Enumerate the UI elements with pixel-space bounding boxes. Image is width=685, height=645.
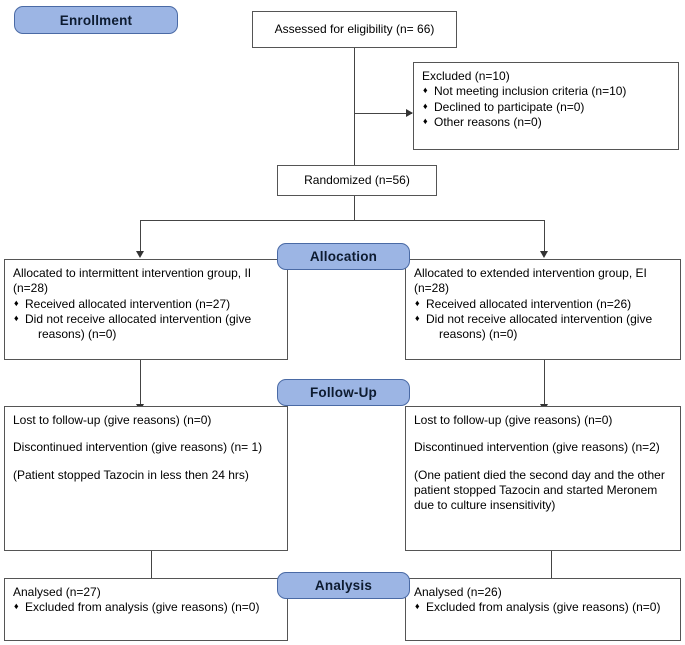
connector-allocation-to-followup-right	[544, 360, 545, 406]
node-followup-left-discontinued: Discontinued intervention (give reasons)…	[13, 440, 263, 455]
node-excluded: Excluded (n=10) Not meeting inclusion cr…	[413, 62, 679, 150]
node-allocation-left: Allocated to intermittent intervention g…	[4, 259, 288, 360]
arrowhead-allocation-right	[540, 251, 548, 258]
stage-banner-allocation-label: Allocation	[309, 249, 378, 264]
stage-banner-enrollment-label: Enrollment	[59, 12, 133, 28]
list-item-text: Did not receive allocated intervention (…	[25, 312, 252, 327]
list-item-text: Received allocated intervention (n=27)	[25, 296, 231, 311]
stage-banner-analysis-label: Analysis	[314, 578, 373, 593]
node-allocation-right-list: Received allocated intervention (n=26) D…	[414, 297, 673, 343]
stage-banner-followup-label: Follow-Up	[309, 385, 378, 400]
node-allocation-left-line1: Allocated to intermittent intervention g…	[13, 266, 252, 280]
node-allocation-right-line2: (n=28)	[414, 281, 450, 296]
node-analysis-right: Analysed (n=26) Excluded from analysis (…	[405, 578, 681, 641]
node-followup-right-lost: Lost to follow-up (give reasons) (n=0)	[414, 413, 613, 427]
list-item: Did not receive allocated intervention (…	[414, 312, 673, 343]
node-followup-right-note: (One patient died the second day and the…	[414, 467, 665, 513]
node-analysis-right-list: Excluded from analysis (give reasons) (n…	[414, 600, 673, 615]
list-item-continuation: reasons) (n=0)	[439, 327, 518, 342]
list-item-text: Received allocated intervention (n=26)	[426, 296, 632, 311]
list-item: Excluded from analysis (give reasons) (n…	[414, 600, 673, 615]
stage-banner-analysis: Analysis	[277, 572, 410, 599]
node-followup-left: Lost to follow-up (give reasons) (n=0) D…	[4, 406, 288, 551]
connector-followup-to-analysis-left	[151, 551, 152, 587]
connector-branch-to-excluded	[354, 113, 412, 114]
connector-split-left-drop	[140, 220, 141, 252]
list-item: Excluded from analysis (give reasons) (n…	[13, 600, 280, 615]
connector-allocation-to-followup-left	[140, 360, 141, 406]
list-item: Other reasons (n=0)	[422, 115, 671, 130]
connector-split-right-drop	[544, 220, 545, 252]
node-allocation-right: Allocated to extended intervention group…	[405, 259, 681, 360]
arrowhead-allocation-left	[136, 251, 144, 258]
node-excluded-title: Excluded (n=10)	[422, 69, 510, 83]
node-followup-right: Lost to follow-up (give reasons) (n=0) D…	[405, 406, 681, 551]
list-item-continuation: reasons) (n=0)	[38, 327, 117, 342]
connector-randomized-stub	[354, 196, 355, 220]
connector-assessed-to-randomized	[354, 48, 355, 165]
list-item: Declined to participate (n=0)	[422, 100, 671, 115]
node-followup-left-note: (Patient stopped Tazocin in less then 24…	[13, 467, 249, 482]
node-analysis-right-analysed: Analysed (n=26)	[414, 585, 502, 599]
connector-allocation-split-bar	[140, 220, 545, 221]
node-assessed-for-eligibility: Assessed for eligibility (n= 66)	[252, 11, 457, 48]
node-assessed-for-eligibility-text: Assessed for eligibility (n= 66)	[274, 21, 435, 36]
node-excluded-list: Not meeting inclusion criteria (n=10) De…	[422, 84, 671, 130]
stage-banner-allocation: Allocation	[277, 243, 410, 270]
node-allocation-left-line2: (n=28)	[13, 281, 49, 296]
node-followup-right-discontinued: Discontinued intervention (give reasons)…	[414, 440, 660, 455]
node-analysis-left: Analysed (n=27) Excluded from analysis (…	[4, 578, 288, 641]
node-followup-left-lost: Lost to follow-up (give reasons) (n=0)	[13, 413, 212, 427]
node-allocation-right-line1: Allocated to extended intervention group…	[414, 266, 647, 280]
list-item: Not meeting inclusion criteria (n=10)	[422, 84, 671, 99]
node-randomized-text: Randomized (n=56)	[304, 172, 410, 187]
list-item-text: Did not receive allocated intervention (…	[426, 312, 653, 327]
list-item: Received allocated intervention (n=27)	[13, 297, 280, 312]
stage-banner-followup: Follow-Up	[277, 379, 410, 406]
list-item: Did not receive allocated intervention (…	[13, 312, 280, 343]
node-analysis-left-list: Excluded from analysis (give reasons) (n…	[13, 600, 280, 615]
node-randomized: Randomized (n=56)	[277, 165, 437, 196]
node-allocation-left-list: Received allocated intervention (n=27) D…	[13, 297, 280, 343]
stage-banner-enrollment: Enrollment	[14, 6, 178, 34]
connector-followup-to-analysis-right	[551, 551, 552, 587]
arrowhead-to-excluded	[406, 109, 413, 117]
node-analysis-left-analysed: Analysed (n=27)	[13, 585, 101, 599]
list-item: Received allocated intervention (n=26)	[414, 297, 673, 312]
